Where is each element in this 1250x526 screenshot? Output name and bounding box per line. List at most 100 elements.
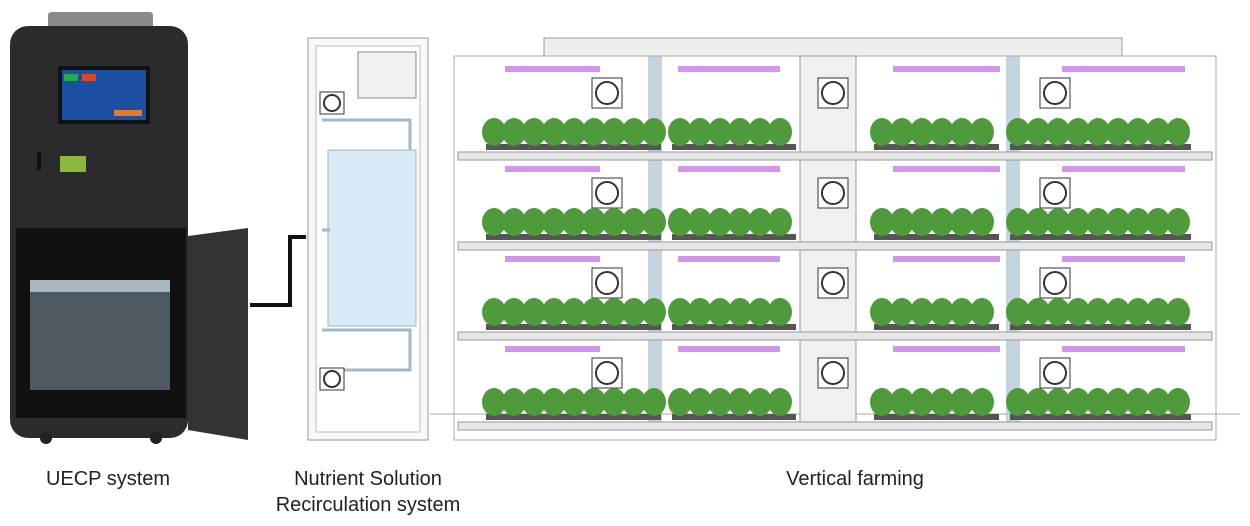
plant <box>1066 388 1090 416</box>
plant <box>910 388 934 416</box>
plant <box>602 118 626 146</box>
plant <box>708 388 732 416</box>
plant <box>482 118 506 146</box>
plant <box>1126 208 1150 236</box>
shelf <box>457 241 1213 251</box>
plant <box>950 298 974 326</box>
plant <box>622 118 646 146</box>
fan-icon <box>595 181 619 205</box>
plant <box>522 208 546 236</box>
plant <box>1106 298 1130 326</box>
plant <box>542 208 566 236</box>
plant <box>970 118 994 146</box>
plant <box>1026 388 1050 416</box>
plant <box>950 208 974 236</box>
plant <box>1086 118 1110 146</box>
plant <box>688 298 712 326</box>
plant-tray <box>486 144 661 150</box>
shelf <box>457 151 1213 161</box>
plant-tray <box>486 414 661 420</box>
plant <box>768 388 792 416</box>
grow-light <box>678 256 780 262</box>
plant <box>1106 388 1130 416</box>
plant <box>1106 118 1130 146</box>
grow-light <box>505 166 600 172</box>
grow-light <box>1062 166 1185 172</box>
nutrient-label-line2: Recirculation system <box>275 494 461 516</box>
plant <box>502 118 526 146</box>
plant <box>1066 298 1090 326</box>
reservoir <box>327 149 417 327</box>
plant <box>1126 388 1150 416</box>
plant <box>768 118 792 146</box>
plant <box>1166 118 1190 146</box>
plant <box>642 208 666 236</box>
shelf <box>457 421 1213 431</box>
fan-icon <box>821 181 845 205</box>
plant <box>602 298 626 326</box>
plant <box>582 298 606 326</box>
plant-tray <box>1010 414 1191 420</box>
plant <box>768 208 792 236</box>
fan-icon <box>1043 81 1067 105</box>
plant <box>728 388 752 416</box>
plant <box>890 388 914 416</box>
plant <box>582 118 606 146</box>
plant <box>1126 298 1150 326</box>
plant-tray <box>1010 234 1191 240</box>
plant <box>688 388 712 416</box>
plant <box>748 118 772 146</box>
plant <box>930 388 954 416</box>
fan-icon <box>1043 361 1067 385</box>
plant <box>1046 118 1070 146</box>
plant <box>708 118 732 146</box>
nutrient-system-label: Nutrient Solution Recirculation system <box>258 466 478 518</box>
plant <box>642 118 666 146</box>
plant <box>1166 298 1190 326</box>
fan-icon <box>595 361 619 385</box>
plant <box>668 208 692 236</box>
uecp-system-label: UECP system <box>45 468 171 490</box>
plant <box>668 298 692 326</box>
plant-tray <box>672 324 796 330</box>
plant <box>970 208 994 236</box>
plant <box>1006 118 1030 146</box>
plant <box>970 388 994 416</box>
plant <box>870 298 894 326</box>
plant <box>1146 388 1170 416</box>
plant <box>708 298 732 326</box>
plant <box>562 388 586 416</box>
plant <box>582 388 606 416</box>
plant <box>930 118 954 146</box>
plant <box>1086 298 1110 326</box>
plant-tray <box>874 414 999 420</box>
grow-light <box>505 256 600 262</box>
plant <box>930 298 954 326</box>
plant <box>890 118 914 146</box>
plant <box>708 208 732 236</box>
plant <box>970 298 994 326</box>
plant-tray <box>672 144 796 150</box>
plant <box>542 298 566 326</box>
plant <box>1026 208 1050 236</box>
plant <box>1086 208 1110 236</box>
plant <box>502 388 526 416</box>
plant <box>890 298 914 326</box>
plant <box>1006 298 1030 326</box>
plant <box>1146 208 1170 236</box>
plant <box>1006 208 1030 236</box>
plant <box>910 298 934 326</box>
plant <box>870 208 894 236</box>
shelf <box>457 331 1213 341</box>
plant <box>1126 118 1150 146</box>
grow-light <box>678 166 780 172</box>
plant <box>582 208 606 236</box>
plant <box>950 118 974 146</box>
plant <box>688 208 712 236</box>
plant <box>748 388 772 416</box>
plant-tray <box>486 234 661 240</box>
plant <box>1066 118 1090 146</box>
plant <box>1046 298 1070 326</box>
plant <box>910 208 934 236</box>
plant <box>1026 298 1050 326</box>
